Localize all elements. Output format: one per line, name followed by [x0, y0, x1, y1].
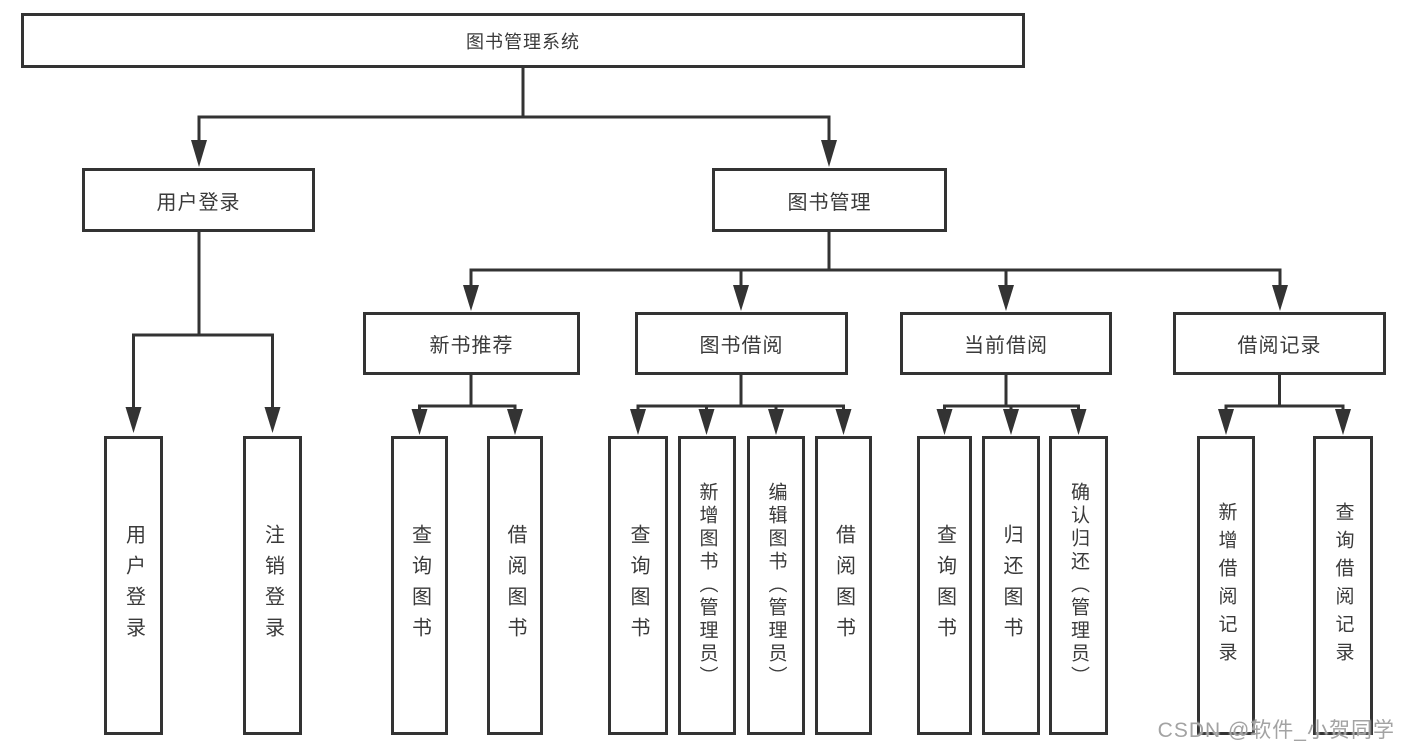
arrowhead-icon — [191, 140, 207, 167]
connector-root-split — [197, 68, 831, 142]
node-current-borrowing: 当前借阅 — [900, 312, 1112, 375]
arrowhead-icon — [1003, 409, 1019, 435]
node-label: 图书管理 — [787, 191, 872, 214]
arrowhead-icon — [698, 409, 715, 435]
leaf-records-query-record: 查询借阅记录 — [1313, 436, 1373, 735]
leaf-label: 查询图书 — [627, 523, 649, 648]
leaf-current-return-books: 归还图书 — [982, 436, 1040, 735]
arrowhead-icon — [835, 409, 852, 435]
arrowhead-icon — [733, 285, 749, 311]
node-user-login: 用户登录 — [82, 168, 315, 232]
leaf-label: 用户登录 — [122, 523, 145, 648]
connector-book-borrow-split — [636, 375, 845, 411]
leaf-borrowmod-query-books: 查询图书 — [608, 436, 668, 735]
leaf-label: 新增图书（管理员） — [696, 482, 718, 689]
node-new-book-recommendation: 新书推荐 — [363, 312, 580, 375]
arrowhead-icon — [1218, 409, 1234, 435]
leaf-current-query-books: 查询图书 — [917, 436, 972, 735]
leaf-label: 新增借阅记录 — [1215, 501, 1237, 670]
leaf-label: 查询图书 — [933, 523, 956, 648]
leaf-label: 归还图书 — [1000, 523, 1022, 648]
leaf-user-login: 用户登录 — [104, 436, 163, 735]
leaf-records-add-record: 新增借阅记录 — [1197, 436, 1255, 735]
arrowhead-icon — [1070, 409, 1087, 435]
node-label: 图书借阅 — [699, 335, 784, 357]
arrowhead-icon — [1335, 409, 1351, 435]
leaf-label: 编辑图书（管理员） — [765, 482, 787, 689]
arrowhead-icon — [1272, 285, 1288, 311]
leaf-current-confirm-return-admin: 确认归还（管理员） — [1049, 436, 1108, 735]
node-book-borrowing: 图书借阅 — [635, 312, 848, 375]
leaf-label: 注销登录 — [261, 523, 284, 648]
connector-borrow-record-split — [1224, 375, 1345, 411]
node-label: 借阅记录 — [1237, 335, 1322, 357]
connector-new-book-split — [418, 375, 517, 411]
arrowhead-icon — [821, 140, 837, 167]
leaf-label: 确认归还（管理员） — [1068, 482, 1089, 689]
arrowhead-icon — [463, 285, 479, 311]
connector-user-login-split — [132, 232, 274, 410]
node-label: 图书管理系统 — [466, 31, 580, 52]
watermark: CSDN @软件_小贺同学 — [1157, 719, 1395, 742]
leaf-borrowmod-add-books-admin: 新增图书（管理员） — [678, 436, 736, 735]
arrowhead-icon — [630, 409, 646, 435]
arrowhead-icon — [507, 409, 523, 435]
leaf-label: 借阅图书 — [504, 523, 526, 648]
leaf-label: 查询图书 — [408, 523, 431, 648]
leaf-label: 查询借阅记录 — [1332, 501, 1354, 670]
arrowhead-icon — [125, 407, 142, 433]
leaf-newbook-query-books: 查询图书 — [391, 436, 448, 735]
node-label: 新书推荐 — [429, 335, 514, 357]
leaf-borrowmod-edit-books-admin: 编辑图书（管理员） — [747, 436, 805, 735]
node-book-management: 图书管理 — [712, 168, 947, 232]
arrowhead-icon — [264, 407, 281, 433]
arrowhead-icon — [998, 285, 1014, 311]
leaf-label: 借阅图书 — [832, 523, 855, 648]
connector-book-mgmt-split — [469, 232, 1282, 286]
node-label: 当前借阅 — [964, 335, 1048, 357]
node-system-root: 图书管理系统 — [21, 13, 1025, 68]
arrowhead-icon — [936, 409, 953, 435]
node-label: 用户登录 — [156, 191, 241, 214]
arrowhead-icon — [411, 409, 428, 435]
leaf-newbook-borrow-books: 借阅图书 — [487, 436, 543, 735]
leaf-borrowmod-borrow-books: 借阅图书 — [815, 436, 872, 735]
connector-current-borrow-split — [943, 375, 1080, 411]
node-borrowing-records: 借阅记录 — [1173, 312, 1386, 375]
leaf-logout: 注销登录 — [243, 436, 302, 735]
arrowhead-icon — [768, 409, 784, 435]
